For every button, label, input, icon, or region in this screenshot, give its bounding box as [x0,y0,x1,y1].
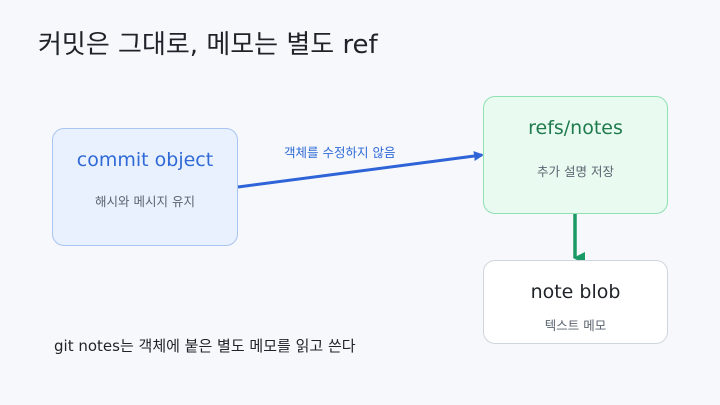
note-blob-sublabel: 텍스트 메모 [544,318,607,333]
refs-notes-sublabel: 추가 설명 저장 [537,164,614,179]
refs-notes-node: refs/notes 추가 설명 저장 [483,96,668,214]
slide-title: 커밋은 그대로, 메모는 별도 ref [38,30,378,60]
commit-object-label: commit object [76,149,214,171]
footnote: git notes는 객체에 붙은 별도 메모를 읽고 쓴다 [54,337,356,355]
edge-commit-to-refs [237,151,484,189]
commit-object-sublabel: 해시와 메시지 유지 [95,194,195,209]
refs-notes-label: refs/notes [528,117,623,139]
commit-object-node: commit object 해시와 메시지 유지 [52,128,238,246]
edge-label-commit-to-refs: 객체를 수정하지 않음 [284,145,396,160]
note-blob-node: note blob 텍스트 메모 [483,260,668,344]
note-blob-label: note blob [530,281,621,303]
